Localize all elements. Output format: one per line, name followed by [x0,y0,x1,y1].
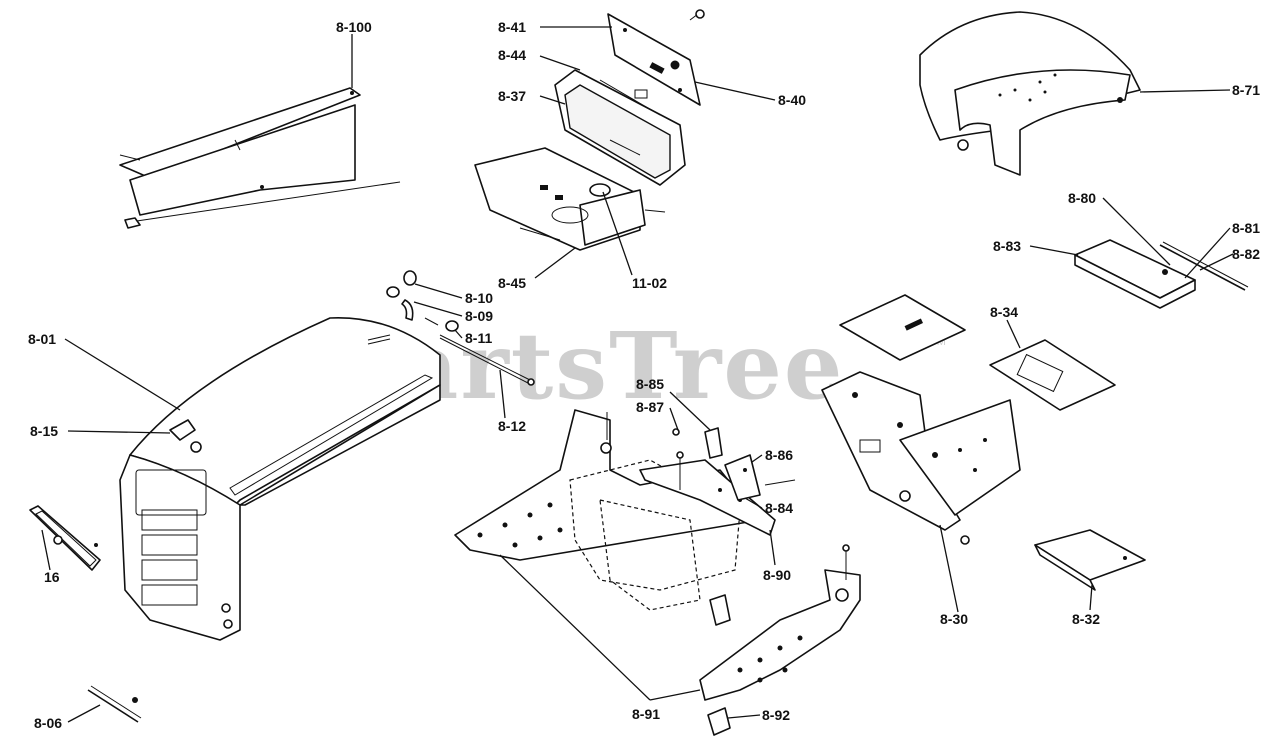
callout-8-80[interactable]: 8-80 [1068,190,1096,206]
leader-lines [41,26,1234,723]
callout-8-90[interactable]: 8-90 [763,567,791,583]
part-16-lens[interactable] [29,505,101,571]
callout-8-09[interactable]: 8-09 [465,308,493,324]
callout-11-02[interactable]: 11-02 [632,275,667,291]
part-8-86-clip[interactable] [724,454,796,501]
callout-8-44[interactable]: 8-44 [498,47,526,63]
callout-8-82[interactable]: 8-82 [1232,246,1260,262]
callout-8-34[interactable]: 8-34 [990,304,1018,320]
part-8-01-hood[interactable] [119,316,441,641]
part-8-100-bracket[interactable] [119,87,401,229]
part-8-91-frame[interactable] [699,544,861,701]
part-8-84-bracket[interactable] [639,451,776,536]
callout-8-30[interactable]: 8-30 [940,611,968,627]
part-8-92-clip[interactable] [707,707,731,736]
part-8-32-plate[interactable] [1034,529,1146,591]
callout-8-45[interactable]: 8-45 [498,275,526,291]
part-8-15-latch[interactable] [169,419,202,453]
callout-8-91[interactable]: 8-91 [632,706,660,722]
part-8-83-tray[interactable] [1074,239,1196,309]
callout-8-10[interactable]: 8-10 [465,290,493,306]
part-8-85-lever[interactable] [672,427,723,459]
callout-8-83[interactable]: 8-83 [993,238,1021,254]
callout-16[interactable]: 16 [44,569,60,585]
part-8-34-panel[interactable] [839,294,966,361]
part-8-45-base-tray[interactable] [474,147,666,251]
callout-8-06[interactable]: 8-06 [34,715,62,731]
callout-8-37[interactable]: 8-37 [498,88,526,104]
part-8-10-hardware[interactable] [386,270,535,386]
part-8-30-bracket[interactable] [821,371,1021,545]
callout-8-84[interactable]: 8-84 [765,500,793,516]
part-8-82-rod[interactable] [1159,241,1249,291]
callout-8-01[interactable]: 8-01 [28,331,56,347]
part-8-71-cover[interactable] [919,11,1141,176]
callout-8-87[interactable]: 8-87 [636,399,664,415]
callout-8-71[interactable]: 8-71 [1232,82,1260,98]
part-8-41-plate[interactable] [607,9,705,106]
callout-8-11[interactable]: 8-11 [465,330,492,346]
callout-8-86[interactable]: 8-86 [765,447,793,463]
part-8-06-rod[interactable] [87,685,142,723]
callout-8-81[interactable]: 8-81 [1232,220,1260,236]
callout-8-15[interactable]: 8-15 [30,423,58,439]
callout-8-12[interactable]: 8-12 [498,418,526,434]
callout-8-100[interactable]: 8-100 [336,19,372,35]
callout-8-32[interactable]: 8-32 [1072,611,1100,627]
callout-8-85[interactable]: 8-85 [636,376,664,392]
callout-8-92[interactable]: 8-92 [762,707,790,723]
callout-8-41[interactable]: 8-41 [498,19,526,35]
part-8-37-dash-housing[interactable] [554,69,686,186]
part-8-34-plate[interactable] [989,339,1116,411]
callout-8-40[interactable]: 8-40 [778,92,806,108]
callout-labels: 8-100 8-41 8-44 8-37 8-40 8-71 8-45 11-0… [28,19,1260,731]
